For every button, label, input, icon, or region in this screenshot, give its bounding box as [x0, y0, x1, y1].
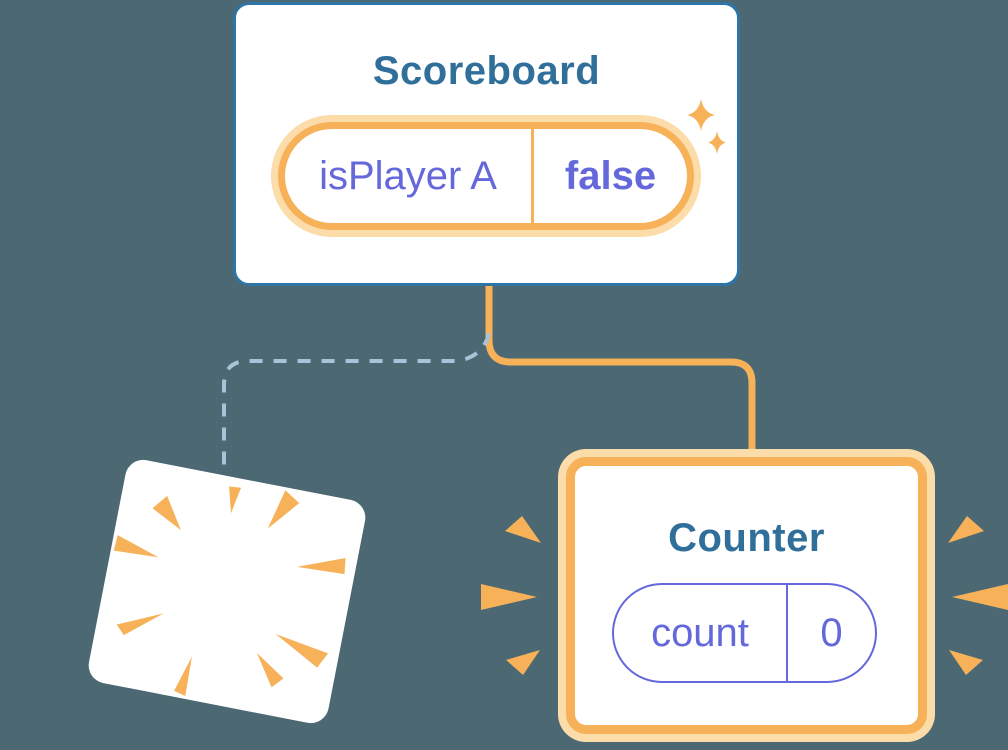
state-value-label: false — [564, 153, 657, 198]
counter-card: Counter count 0 — [566, 457, 927, 734]
counter-state-pill: count 0 — [612, 583, 877, 683]
counter-title: Counter — [668, 516, 825, 560]
solid-connector-line — [485, 282, 756, 452]
pill-divider — [786, 585, 788, 681]
scoreboard-card: Scoreboard isPlayer A false — [233, 2, 740, 286]
count-value-label: 0 — [820, 610, 843, 655]
sparkles-icon — [687, 99, 726, 154]
scoreboard-state-pill: isPlayer A false — [278, 122, 694, 230]
scoreboard-title: Scoreboard — [372, 49, 601, 93]
state-name-label: isPlayer A — [319, 153, 497, 198]
pill-divider — [531, 129, 534, 223]
poof-burst-icon — [113, 486, 346, 696]
count-name-label: count — [651, 610, 749, 655]
destroyed-component-card — [85, 456, 369, 727]
emphasis-marks-icon — [481, 516, 1008, 675]
